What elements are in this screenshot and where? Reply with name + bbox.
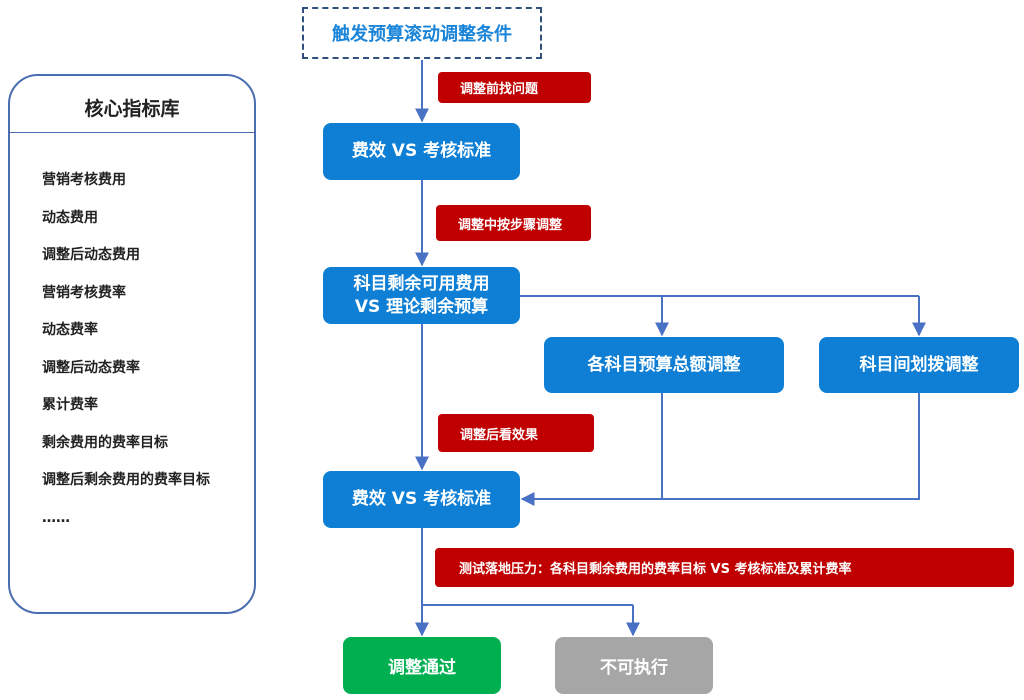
tag-during-adjust: 调整中按步骤调整 xyxy=(436,205,591,241)
indicator-item: 动态费用 xyxy=(42,209,98,226)
indicator-item: 调整后剩余费用的费率目标 xyxy=(42,472,210,488)
tag-stress-test: 测试落地压力：各科目剩余费用的费率目标 VS 考核标准及累计费率 xyxy=(435,548,1014,587)
connector-transfer-merge xyxy=(662,393,920,500)
indicator-item: 营销考核费率 xyxy=(42,284,126,301)
node-efficiency-check-2: 费效 VS 考核标准 xyxy=(323,471,520,528)
node-efficiency-check-1-label: 费效 VS 考核标准 xyxy=(351,141,492,161)
indicator-item: 调整后动态费用 xyxy=(42,247,140,263)
indicator-item: 剩余费用的费率目标 xyxy=(42,434,168,451)
tag-after-adjust-label: 调整后看效果 xyxy=(460,427,539,443)
node-efficiency-check-1: 费效 VS 考核标准 xyxy=(323,123,520,180)
node-transfer-adjust: 科目间划拨调整 xyxy=(819,337,1019,393)
node-total-budget-adjust: 各科目预算总额调整 xyxy=(544,337,784,393)
outcome-pass-label: 调整通过 xyxy=(388,658,456,678)
indicator-library-title: 核心指标库 xyxy=(84,98,180,120)
indicator-item: 调整后动态费率 xyxy=(42,359,140,376)
tag-before-adjust: 调整前找问题 xyxy=(438,72,591,103)
outcome-fail: 不可执行 xyxy=(555,637,713,694)
node-remaining-vs-budget: 科目剩余可用费用 VS 理论剩余预算 xyxy=(323,267,520,324)
indicator-library-panel: 核心指标库 营销考核费用 动态费用 调整后动态费用 营销考核费率 动态费率 调整… xyxy=(8,74,256,614)
node-total-budget-adjust-label: 各科目预算总额调整 xyxy=(587,354,741,375)
indicator-item: 动态费率 xyxy=(42,322,98,338)
indicator-item-ellipsis: …… xyxy=(42,509,70,526)
node-remaining-line2: VS 理论剩余预算 xyxy=(354,296,489,317)
indicator-item: 营销考核费用 xyxy=(42,172,126,188)
node-efficiency-check-2-label: 费效 VS 考核标准 xyxy=(351,489,492,509)
node-remaining-line1: 科目剩余可用费用 xyxy=(353,273,490,294)
node-transfer-adjust-label: 科目间划拨调整 xyxy=(859,354,979,375)
indicator-item: 累计费率 xyxy=(42,397,98,413)
tag-before-adjust-label: 调整前找问题 xyxy=(460,82,539,97)
outcome-pass: 调整通过 xyxy=(343,637,501,694)
tag-stress-test-label: 测试落地压力：各科目剩余费用的费率目标 VS 考核标准及累计费率 xyxy=(459,562,852,577)
panel-divider xyxy=(10,132,254,133)
tag-during-adjust-label: 调整中按步骤调整 xyxy=(458,217,563,233)
indicator-list: 营销考核费用 动态费用 调整后动态费用 营销考核费率 动态费率 调整后动态费率 … xyxy=(42,170,210,545)
tag-after-adjust: 调整后看效果 xyxy=(438,414,594,452)
trigger-condition-label: 触发预算滚动调整条件 xyxy=(332,24,512,45)
outcome-fail-label: 不可执行 xyxy=(600,658,668,678)
trigger-condition-box: 触发预算滚动调整条件 xyxy=(302,7,542,59)
